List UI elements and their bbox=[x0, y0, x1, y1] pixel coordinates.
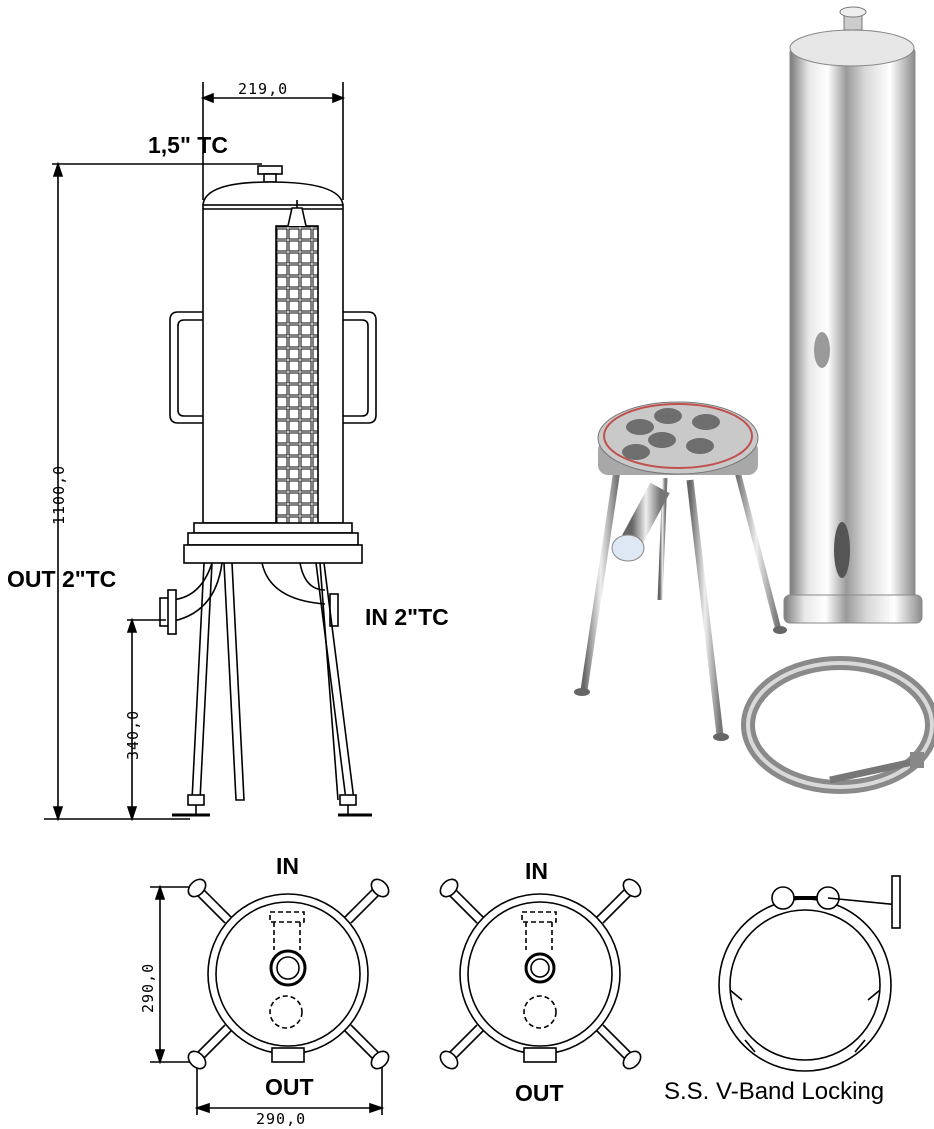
front-elevation bbox=[44, 82, 377, 822]
head-photo bbox=[574, 401, 787, 741]
dim-plan-height-text: 290,0 bbox=[139, 962, 157, 1013]
plan1-out-label: OUT bbox=[265, 1074, 314, 1100]
top-port-label: 1,5" TC bbox=[148, 132, 228, 158]
clamp-drawing bbox=[718, 875, 901, 1072]
plan1-in-label: IN bbox=[276, 853, 299, 879]
dim-width-top-text: 219,0 bbox=[238, 80, 289, 98]
plan-view-1 bbox=[150, 878, 390, 1115]
plan2-in-label: IN bbox=[525, 858, 548, 884]
dim-height-outlet bbox=[126, 617, 166, 822]
dim-height-outlet-text: 340,0 bbox=[124, 709, 142, 760]
dim-plan-width-text: 290,0 bbox=[256, 1110, 307, 1128]
dim-height-total-text: 1100,0 bbox=[50, 464, 68, 525]
clamp-caption: S.S. V-Band Locking bbox=[664, 1078, 885, 1105]
product-photo bbox=[574, 6, 934, 794]
dim-width-top bbox=[200, 82, 346, 200]
vessel-photo bbox=[783, 6, 923, 624]
plan2-out-label: OUT bbox=[515, 1080, 564, 1106]
in-port-label: IN 2"TC bbox=[365, 604, 449, 630]
dim-height-total bbox=[44, 161, 190, 822]
plan-view-2 bbox=[439, 878, 642, 1070]
clamp-photo bbox=[741, 656, 934, 794]
out-port-label: OUT 2"TC bbox=[7, 566, 117, 592]
